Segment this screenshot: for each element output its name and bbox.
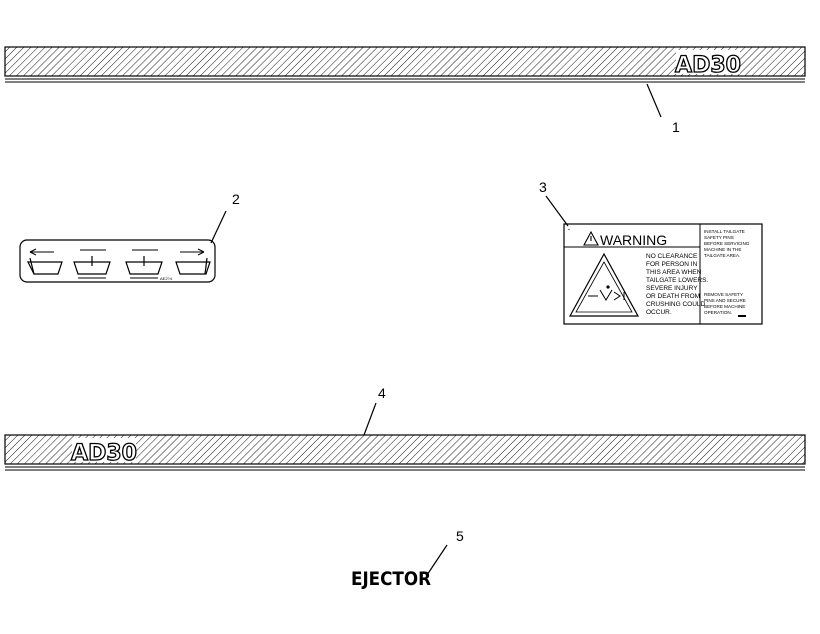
side-line: REMOVE SAFETY [704,292,743,297]
callout-number-4: 4 [378,385,386,401]
warning-title: WARNING [600,232,667,248]
ejector-decal: EJECTOR [351,568,431,590]
ejector-text: EJECTOR [351,568,431,590]
warning-decal: WARNING NO CLEARANCE FOR PERSON IN THIS … [563,223,763,325]
side-line: MACHINE IN THE [704,247,741,252]
arrow-right-icon [180,248,205,256]
warning-body-line: OR DEATH FROM [646,293,700,300]
side-line: OPERATION. [704,310,732,315]
tailgate-icon-3 [125,256,163,279]
decal-2-code: AE2?4 [160,276,173,281]
callout-5: 5 [426,528,464,576]
warning-side-text: INSTALL TAILGATE SAFETY PINS BEFORE SERV… [704,229,750,317]
callout-2: 2 [210,191,240,244]
callout-number-2: 2 [232,191,240,207]
warning-body-line: THIS AREA WHEN [646,269,702,276]
side-line: SAFETY PINS [704,235,734,240]
side-line: TAILGATE AREA. [704,253,740,258]
side-line: BEFORE MACHINE [704,304,745,309]
warning-body-line: NO CLEARANCE [646,253,698,260]
warning-body-line: TAILGATE LOWERS. [646,277,708,284]
arrow-left-icon [29,248,54,256]
stripe-decal-bottom: AD30 [4,434,806,471]
warning-triangle-icon [583,230,599,246]
tailgate-icon-4 [175,257,211,275]
tailgate-position-decal: AE2?4 [19,239,216,283]
callout-number-5: 5 [456,528,464,544]
callout-4: 4 [363,385,386,436]
warning-body-line: CRUSHING COULD [646,301,706,308]
side-line: PINS AND SECURE [704,298,746,303]
stripe-decal-top: AD30 [4,46,806,83]
warning-body-line: SEVERE INJURY [646,285,698,292]
tailgate-icon-2 [73,256,111,279]
stripe-top-badge: AD30 [675,53,741,78]
warning-body: NO CLEARANCE FOR PERSON IN THIS AREA WHE… [646,253,708,316]
crush-hazard-icon [568,252,640,317]
warning-body-line: OCCUR. [646,309,672,316]
callout-3: 3 [539,179,569,227]
stripe-bottom-badge: AD30 [71,441,137,466]
tailgate-icon-1 [27,257,63,275]
callout-number-1: 1 [672,119,680,135]
warning-body-line: FOR PERSON IN [646,261,698,268]
side-line: BEFORE SERVICING [704,241,750,246]
side-line: INSTALL TAILGATE [704,229,745,234]
callout-number-3: 3 [539,179,547,195]
callout-1: 1 [646,83,680,135]
